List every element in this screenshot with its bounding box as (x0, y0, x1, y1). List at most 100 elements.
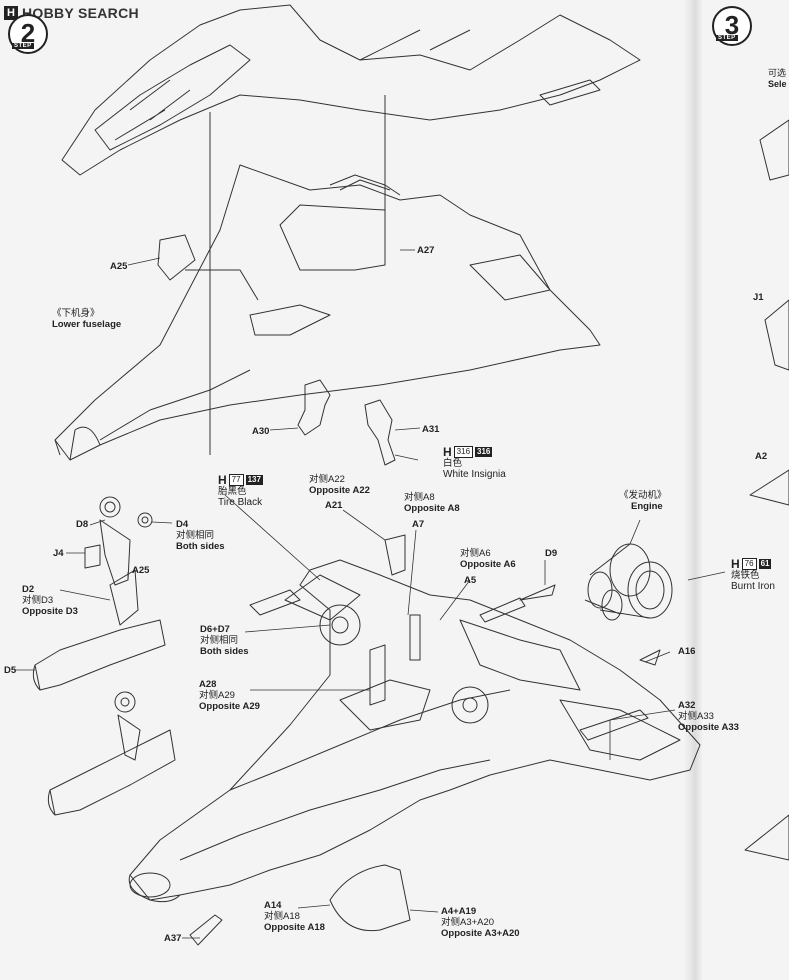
label-d9: D9 (545, 548, 558, 559)
label-a27: A27 (417, 245, 435, 256)
lower-fuselage-cn: 《下机身》 (52, 308, 100, 319)
a28-code: A28 (199, 679, 217, 690)
paint-name-cn: 白色 (443, 458, 463, 469)
paint-name-en: Burnt Iron (731, 581, 775, 592)
label-a14: A14 对侧A18 Opposite A18 (264, 900, 325, 933)
label-opposite-a6: 对侧A6 Opposite A6 (460, 548, 516, 570)
d2-code: D2 (22, 584, 35, 595)
paint-code: 316 (453, 446, 474, 458)
label-a25-top: A25 (110, 261, 128, 272)
paint-code-alt: 61 (758, 559, 772, 569)
hobby-search-logo: H HOBBY SEARCH (4, 4, 139, 22)
lower-fuselage-en: Lower fuselage (52, 319, 122, 330)
label-a25-low: A25 (132, 565, 150, 576)
paint-code-alt: 137 (245, 475, 263, 485)
a4a19-cn: 对侧A3+A20 (441, 917, 495, 928)
logo-text: HOBBY SEARCH (22, 5, 139, 21)
step-3-fragment (744, 119, 789, 861)
step-3-number: 3 (724, 10, 740, 40)
step-2-number: 2 (20, 18, 36, 48)
paint-name-en: White Insignia (443, 469, 506, 480)
part-a30-shape (297, 379, 331, 436)
label-a5: A5 (464, 575, 477, 586)
select-en: Sele (768, 79, 787, 89)
leader-lines (15, 249, 726, 939)
step-3-select-text: 可选 Sele (768, 66, 787, 89)
step-3-badge: 3 STEP (712, 6, 752, 46)
label-d6-d7: D6+D7 对侧相同 Both sides (200, 624, 249, 657)
a14-cn: 对侧A18 (264, 911, 300, 922)
paint-name-en: Tire Black (218, 497, 263, 508)
label-a31: A31 (422, 424, 440, 435)
upper-fuselage-drawing (61, 4, 641, 176)
d4-code: D4 (176, 519, 189, 530)
a32-cn: 对侧A33 (678, 711, 714, 722)
part-a31-shape (364, 399, 396, 466)
step-2-badge: 2 STEP (8, 14, 48, 54)
label-j1: J1 (753, 292, 764, 303)
main-airframe-drawing (128, 534, 701, 946)
label-a30: A30 (252, 426, 270, 437)
paint-code: 76 (741, 558, 757, 570)
a22-en: Opposite A22 (309, 485, 370, 496)
a4a19-code: A4+A19 (441, 906, 477, 917)
label-a32: A32 对侧A33 Opposite A33 (678, 700, 739, 733)
paint-name-cn: 烧铁色 (731, 570, 760, 581)
a6-cn: 对侧A6 (460, 548, 491, 559)
d6d7-en: Both sides (200, 646, 249, 657)
label-a2: A2 (755, 451, 768, 462)
nose-gear-parts (32, 496, 176, 816)
a32-en: Opposite A33 (678, 722, 739, 733)
a14-code: A14 (264, 900, 282, 911)
lower-fuselage-drawing (54, 164, 601, 461)
a6-en: Opposite A6 (460, 559, 516, 570)
label-d4: D4 对侧相同 Both sides (176, 519, 225, 552)
d6d7-code: D6+D7 (200, 624, 230, 635)
select-cn: 可选 (768, 68, 787, 78)
a14-en: Opposite A18 (264, 922, 325, 933)
a28-cn: 对侧A29 (199, 690, 235, 701)
label-lower-fuselage: 《下机身》 Lower fuselage (52, 308, 121, 330)
paint-h-mark: H (443, 444, 452, 459)
label-opposite-a8: 对侧A8 Opposite A8 (404, 492, 460, 514)
d4-en: Both sides (176, 541, 225, 552)
label-a37: A37 (164, 933, 182, 944)
label-d8: D8 (76, 519, 89, 530)
d6d7-cn: 对侧相同 (200, 635, 239, 646)
paint-tire-black: H 77 137 胎黑色 Tire Black (218, 474, 263, 508)
a8-cn: 对侧A8 (404, 492, 435, 503)
a22-cn: 对侧A22 (309, 474, 345, 485)
paint-h-mark: H (218, 472, 227, 487)
label-opposite-a22: 对侧A22 Opposite A22 (309, 474, 370, 496)
logo-mark: H (4, 6, 18, 20)
label-engine: 《发动机》 Engine (619, 490, 667, 512)
label-d5: D5 (4, 665, 17, 676)
label-a7: A7 (412, 519, 425, 530)
label-d2: D2 对侧D3 Opposite D3 (22, 584, 78, 617)
paint-name-cn: 胎黑色 (218, 486, 247, 497)
engine-en: Engine (631, 501, 663, 512)
a8-en: Opposite A8 (404, 503, 460, 514)
paint-code: 77 (228, 474, 244, 486)
d4-cn: 对侧相同 (176, 530, 215, 541)
d2-en: Opposite D3 (22, 606, 78, 617)
paint-burnt-iron: H 76 61 烧铁色 Burnt Iron (731, 556, 775, 593)
engine-drawing (584, 543, 673, 621)
paint-code-alt: 316 (475, 447, 493, 457)
paint-white-insignia: H 316 316 白色 White Insignia (443, 444, 506, 481)
label-j4: J4 (53, 548, 64, 559)
step-3-word: STEP (716, 35, 738, 41)
page-gutter (684, 0, 702, 980)
a28-en: Opposite A29 (199, 701, 260, 712)
label-a28: A28 对侧A29 Opposite A29 (199, 679, 260, 712)
a4a19-en: Opposite A3+A20 (441, 928, 520, 939)
label-a16: A16 (678, 646, 696, 657)
step-2-word: STEP (12, 43, 34, 49)
engine-cn: 《发动机》 (619, 490, 667, 501)
label-a21: A21 (325, 500, 343, 511)
a32-code: A32 (678, 700, 696, 711)
label-a4-a19: A4+A19 对侧A3+A20 Opposite A3+A20 (441, 906, 520, 939)
paint-h-mark: H (731, 556, 740, 571)
